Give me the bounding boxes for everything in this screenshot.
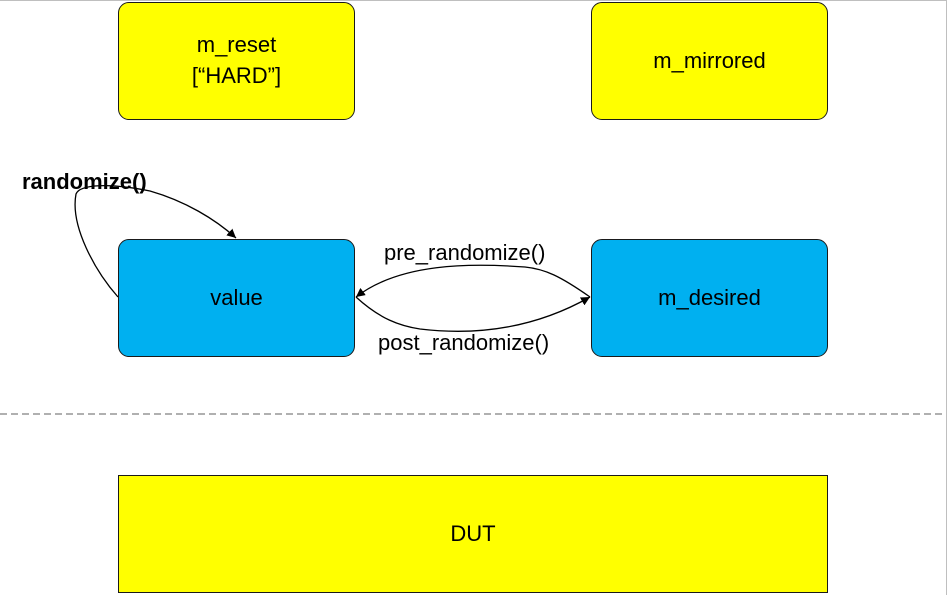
post-randomize-label: post_randomize() xyxy=(378,330,550,355)
value-node-label: value xyxy=(210,284,263,310)
m-reset-node-content: m_reset [“HARD”] xyxy=(192,30,281,92)
m-desired-node-label: m_desired xyxy=(658,284,761,310)
randomize-label: randomize() xyxy=(22,169,147,194)
pre-randomize-arrow xyxy=(355,264,591,298)
post-randomize-arrow xyxy=(355,296,591,332)
dut-node: DUT xyxy=(118,475,828,593)
m-mirrored-node: m_mirrored xyxy=(591,2,828,120)
dut-node-label: DUT xyxy=(450,520,496,546)
m-mirrored-node-label: m_mirrored xyxy=(653,47,766,73)
m-reset-node-value: [“HARD”] xyxy=(191,63,282,88)
m-reset-node-label: m_reset xyxy=(196,32,277,58)
pre-randomize-label: pre_randomize() xyxy=(384,240,546,265)
m-desired-node: m_desired xyxy=(591,239,828,357)
value-node: value xyxy=(118,239,355,357)
m-reset-node: m_reset [“HARD”] xyxy=(118,2,355,120)
